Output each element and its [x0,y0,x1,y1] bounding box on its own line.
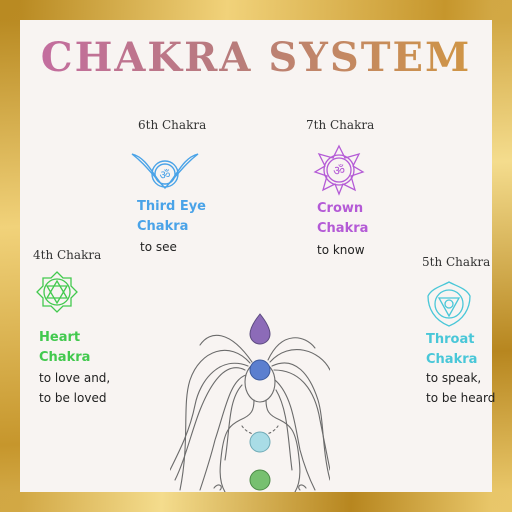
heart-chakra-number: 4th Chakra [33,248,102,262]
third-eye-chakra-name-line1: Third Eye [137,199,206,214]
meditating-woman-illustration [170,313,330,492]
throat-chakra-icon [427,281,471,327]
heart-chakra-icon [36,271,78,313]
svg-text:ॐ: ॐ [160,168,171,182]
heart-chakra-name-line2: Chakra [39,350,91,365]
page-title: CHAKRA SYSTEM [0,34,512,81]
svg-text:ॐ: ॐ [333,164,345,179]
third-eye-chakra-number: 6th Chakra [138,118,207,132]
heart-chakra-desc-line1: to love and, [39,371,111,385]
third-eye-chakra-desc: to see [140,240,177,254]
heart-chakra-name-line1: Heart [39,330,81,345]
heart-chakra-dot [249,469,271,491]
content-panel [20,20,492,492]
third-eye-chakra-icon: ॐ [131,153,199,190]
crown-chakra-desc: to know [317,243,365,257]
throat-chakra-desc-line1: to speak, [426,371,482,385]
throat-chakra-desc-line2: to be heard [426,391,496,405]
crown-chakra-name-line1: Crown [317,201,364,216]
throat-chakra-dot [249,431,271,453]
crown-chakra-name-line2: Chakra [317,221,369,236]
heart-chakra-desc-line2: to be loved [39,391,107,405]
throat-chakra-number: 5th Chakra [422,255,491,269]
crown-chakra-dot [249,313,271,345]
throat-chakra-name-line2: Chakra [426,352,478,367]
crown-chakra-number: 7th Chakra [306,118,375,132]
throat-chakra-name-line1: Throat [426,332,475,347]
crown-chakra-icon: ॐ [313,144,365,196]
third-eye-chakra-name-line2: Chakra [137,219,189,234]
third-eye-chakra-dot [249,359,271,381]
